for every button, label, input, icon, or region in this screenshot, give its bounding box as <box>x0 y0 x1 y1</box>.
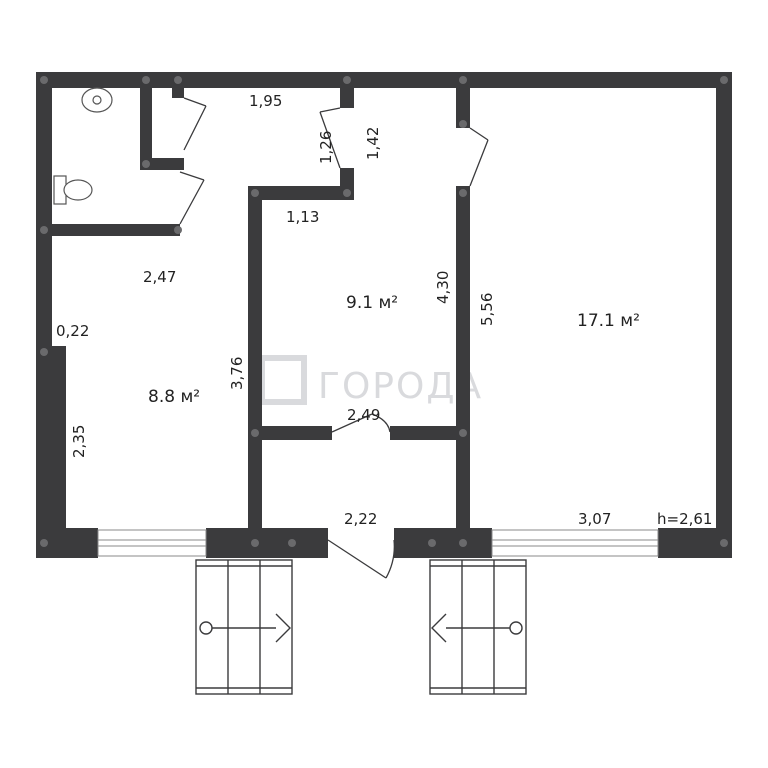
dimension-1-26: 1,26 <box>317 131 335 164</box>
node <box>428 539 436 547</box>
node <box>40 76 48 84</box>
wall-corridor-top <box>248 186 354 200</box>
node <box>459 429 467 437</box>
node <box>142 76 150 84</box>
door-right-room <box>469 127 489 187</box>
node <box>251 539 259 547</box>
room-area-middle: 9.1 м² <box>346 293 398 313</box>
dimension-5-56: 5,56 <box>478 293 496 326</box>
wall-bathroom-bottom <box>52 224 180 236</box>
door-middle-room <box>331 413 391 433</box>
node <box>343 76 351 84</box>
wall-left-lower <box>36 346 66 558</box>
sink-drain-icon <box>92 95 102 105</box>
window-right <box>491 529 659 557</box>
wall-hall-right <box>390 426 456 440</box>
stairs-right <box>429 559 527 695</box>
wall-partition-upper <box>456 88 470 128</box>
node <box>459 120 467 128</box>
node <box>174 76 182 84</box>
wall-closet-bottom <box>140 158 184 170</box>
wall-corridor-left <box>248 186 262 530</box>
dimension-2-22: 2,22 <box>344 510 377 528</box>
arrow-left-icon <box>431 613 447 643</box>
wall-closet-stub <box>172 88 184 98</box>
node <box>288 539 296 547</box>
wall-left-upper <box>36 72 52 346</box>
dimension-2-35: 2,35 <box>70 425 88 458</box>
node <box>343 189 351 197</box>
interior-walls <box>52 88 470 530</box>
doors <box>179 97 489 579</box>
watermark-text: ГОРОДА <box>318 366 483 407</box>
node <box>459 76 467 84</box>
dimension-0-22: 0,22 <box>56 322 89 340</box>
door-corridor-top <box>319 107 341 169</box>
watermark-logo-icon <box>259 355 307 405</box>
dimension-labels: 1,95 1,26 1,42 1,13 2,47 0,22 3,76 4,30 … <box>56 92 712 528</box>
outer-walls <box>36 72 732 558</box>
ceiling-height: h=2,61 <box>657 510 712 528</box>
node <box>174 226 182 234</box>
dimension-1-42: 1,42 <box>364 127 382 160</box>
dimension-3-07: 3,07 <box>578 510 611 528</box>
arrow-right-icon <box>275 613 291 643</box>
wall-top <box>36 72 732 88</box>
window-left <box>97 529 207 557</box>
node <box>720 539 728 547</box>
door-closet <box>183 97 207 151</box>
wall-hall-left <box>262 426 332 440</box>
stairs-left <box>195 559 293 695</box>
room-area-left: 8.8 м² <box>148 387 200 407</box>
door-entrance <box>327 539 395 579</box>
wall-bottom-mid-left <box>206 528 328 558</box>
node <box>40 348 48 356</box>
door-bathroom <box>179 171 205 225</box>
node <box>720 76 728 84</box>
node <box>251 429 259 437</box>
dimension-1-13: 1,13 <box>286 208 319 226</box>
watermark: ГОРОДА <box>259 355 483 407</box>
node <box>459 539 467 547</box>
dimension-3-76: 3,76 <box>228 357 246 390</box>
dimension-1-95: 1,95 <box>249 92 282 110</box>
node <box>40 539 48 547</box>
wall-partition-lower <box>456 186 470 530</box>
wall-right <box>716 72 732 558</box>
dimension-2-49: 2,49 <box>347 406 380 424</box>
node <box>251 189 259 197</box>
node <box>142 160 150 168</box>
bathroom-fixtures <box>53 87 113 205</box>
stair-start-icon <box>509 621 523 635</box>
wall-bottom-mid-right <box>394 528 492 558</box>
dimension-4-30: 4,30 <box>434 271 452 304</box>
toilet-bowl-icon <box>63 179 93 201</box>
stair-start-icon <box>199 621 213 635</box>
windows <box>97 529 659 557</box>
node <box>40 226 48 234</box>
wall-bathroom-right <box>140 88 152 170</box>
wall-nodes <box>40 76 728 547</box>
dimension-2-47: 2,47 <box>143 268 176 286</box>
wall-corridor-stub <box>340 88 354 108</box>
node <box>459 189 467 197</box>
wall-bottom-right <box>658 528 732 558</box>
room-labels: 8.8 м² 9.1 м² 17.1 м² <box>148 293 640 407</box>
room-area-right: 17.1 м² <box>577 311 640 331</box>
